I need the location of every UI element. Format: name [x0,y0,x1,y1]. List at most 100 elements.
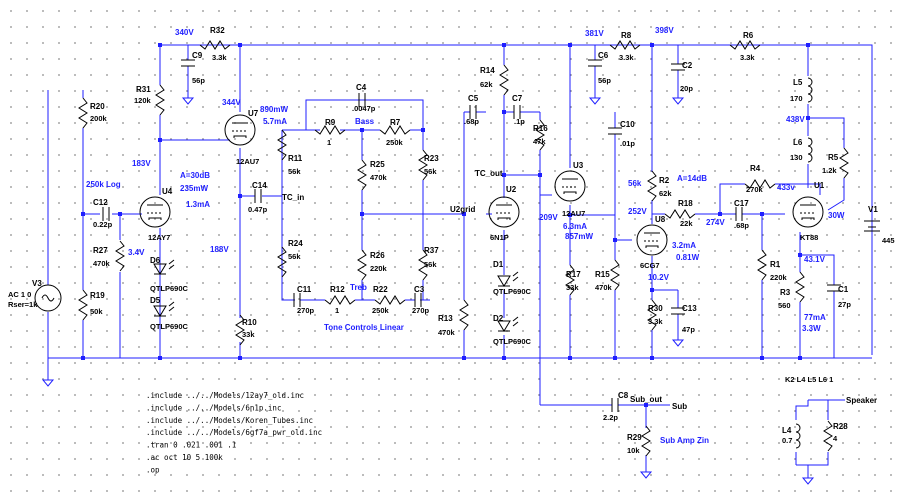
symbol-c8[interactable] [611,398,619,412]
ref-r32: R32 [210,26,225,35]
annotation-7: 1.3mA [186,200,210,209]
symbol-r23[interactable] [418,149,428,181]
symbol-r6[interactable] [729,40,761,50]
symbol-d6[interactable] [153,259,175,275]
symbol-r7[interactable] [379,125,411,135]
symbol-r5[interactable] [839,147,849,179]
value-l5: 170 [790,94,803,103]
annotation-0: 340V [175,28,194,37]
symbol-c9[interactable] [181,59,195,67]
symbol-r11[interactable] [277,129,287,161]
annotation-12: Treb [350,283,367,292]
ref-r7: R7 [390,118,401,127]
symbol-u1[interactable] [792,196,824,228]
symbol-r32[interactable] [199,40,231,50]
annotation-16: 209V [539,213,558,222]
value-d1: QTLP690C [493,287,532,296]
symbol-c14[interactable] [254,189,262,203]
v3-rser: Rser=1k [8,300,38,309]
symbol-l4[interactable] [795,423,801,449]
symbol-u8[interactable] [636,224,668,256]
symbol-c10[interactable] [608,127,622,135]
net-sub-out: Sub_out [630,395,662,404]
ground-icon [639,471,653,479]
symbol-d1[interactable] [497,271,519,287]
directive-6: .op [146,465,160,474]
symbol-r29[interactable] [641,425,651,457]
symbol-r18[interactable] [664,209,696,219]
symbol-l6[interactable] [807,137,813,163]
value-r37: 56k [424,260,437,269]
annotation-15: 398V [655,26,674,35]
symbol-r27[interactable] [115,240,125,272]
symbol-r28[interactable] [823,420,833,452]
annotation-22: 3.2mA [672,241,696,250]
symbol-r24[interactable] [277,246,287,278]
symbol-c13[interactable] [671,307,685,315]
symbol-c12[interactable] [102,207,110,221]
symbol-r30[interactable] [647,299,657,331]
annotation-30: 77mA [804,313,826,322]
symbol-r25[interactable] [357,159,367,191]
symbol-c7[interactable] [513,105,521,119]
symbol-r14[interactable] [499,64,509,96]
net-labels: TC_in TC_out U2grid Sub_out Sub Speaker … [8,169,877,411]
symbol-l5[interactable] [807,77,813,103]
annotation-27: 438V [786,115,805,124]
symbol-r16[interactable] [535,119,545,151]
symbol-u4[interactable] [139,196,171,228]
symbol-r19[interactable] [78,289,88,321]
symbol-r22[interactable] [374,295,406,305]
symbol-c4[interactable] [358,93,366,107]
symbol-c5[interactable] [469,105,477,119]
symbol-r15[interactable] [610,259,620,291]
symbol-r10[interactable] [235,314,245,346]
symbol-r8[interactable] [609,40,641,50]
value-c3: 270p [412,306,430,315]
ref-v1: V1 [868,205,878,214]
value-u8: 6CG7 [640,261,660,270]
value-c13: 47p [682,325,695,334]
symbol-r9[interactable] [314,125,346,135]
ref-r9: R9 [325,118,336,127]
symbol-r37[interactable] [418,249,428,281]
symbol-r1[interactable] [757,249,767,281]
symbol-c3[interactable] [414,293,422,307]
symbol-r3[interactable] [795,271,805,303]
symbol-c11[interactable] [293,293,301,307]
symbol-v3[interactable] [34,284,62,312]
value-r8: 3.3k [619,53,634,62]
net-tc-out: TC_out [475,169,503,178]
ref-r14: R14 [480,66,495,75]
symbol-d2[interactable] [497,316,519,332]
value-r19: 50k [90,307,103,316]
symbol-c1[interactable] [827,284,841,292]
symbol-r20[interactable] [78,97,88,129]
symbol-r26[interactable] [357,249,367,281]
symbol-d5[interactable] [153,301,175,317]
junctions [81,43,810,407]
symbol-u3[interactable] [554,170,586,202]
ref-r15: R15 [595,270,610,279]
symbol-r31[interactable] [155,84,165,116]
symbol-c6[interactable] [588,59,602,67]
ref-c8: C8 [618,391,629,400]
symbol-r2[interactable] [647,170,657,202]
ref-c1: C1 [838,285,849,294]
symbol-u2[interactable] [488,196,520,228]
symbol-r4[interactable] [744,179,776,189]
ground-icon [801,477,815,485]
symbol-r17[interactable] [565,264,575,296]
symbol-c17[interactable] [735,207,743,221]
symbol-c2[interactable] [671,63,685,71]
symbol-u7[interactable] [224,114,256,146]
ref-d6: D6 [150,256,161,265]
symbol-v1[interactable] [864,220,880,232]
annotation-1: 344V [222,98,241,107]
value-r3: 560 [778,301,791,310]
symbol-r12[interactable] [324,295,356,305]
symbol-r13[interactable] [459,299,469,331]
ref-d2: D2 [493,314,504,323]
